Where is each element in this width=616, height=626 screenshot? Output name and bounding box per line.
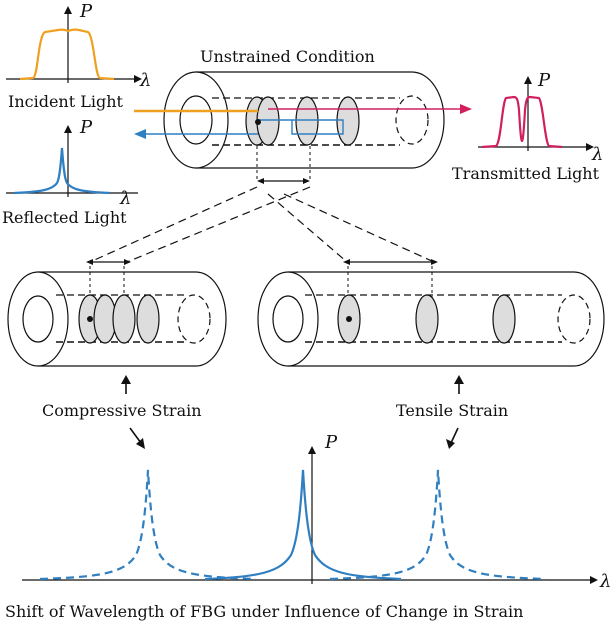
connector-line [283,193,435,263]
arrowhead [431,259,438,265]
transmitted-beam-arrowhead [460,104,472,114]
arrowhead [343,259,350,265]
unstrained-spectrum-curve [204,469,402,581]
arrowhead [454,375,464,384]
connector-line [89,186,258,263]
fiber-back-end [195,271,227,367]
fiber-core-opening [272,295,304,343]
arrowhead [446,439,455,449]
fiber-back-end [411,71,445,169]
transmitted-spectrum-curve [481,95,563,149]
core-center-dot [346,316,352,322]
incident-spectrum-curve [19,28,115,81]
grating-disc [492,294,516,344]
reflected-beam-arrowhead [134,129,146,139]
wavelength-shift-plot: P λ Shift of Wavelength of FBG under Inf… [5,432,611,621]
fiber-hidden-core [177,294,211,344]
stretched-fiber [257,259,605,367]
grating-disc [112,294,136,344]
unstrained-condition-title: Unstrained Condition [200,47,375,66]
arrowhead [136,438,145,449]
fiber-core-opening [22,295,54,343]
figure-caption: Shift of Wavelength of FBG under Influen… [5,602,523,621]
tensile-spectrum-curve [329,469,547,581]
arrowhead [257,178,264,184]
compressed-fiber [7,259,227,367]
arrowhead [124,259,131,265]
reflected-wavelength-label: λ [119,188,131,209]
arrowhead [524,76,532,84]
bragg-grating [245,96,360,146]
compressed-spectrum-curve [39,469,257,581]
main-wavelength-label: λ [599,571,611,592]
transmitted-light-label: Transmitted Light [452,164,600,183]
fiber-hidden-core [557,294,591,344]
incident-power-label: P [79,1,93,22]
arrowhead [64,6,72,14]
connector-line [126,186,311,263]
compressive-strain-label: Compressive Strain [42,401,202,420]
transmitted-light-plot: P λ Transmitted Light [452,70,603,183]
reflected-light-plot: P λ Reflected Light [2,117,138,227]
arrowhead [64,125,72,133]
transmitted-power-label: P [537,70,551,91]
grating-disc [295,96,319,146]
main-power-label: P [324,432,338,453]
grating-disc [336,96,360,146]
transmitted-wavelength-label: λ [591,144,603,165]
incident-wavelength-label: λ [139,70,151,91]
down-arrow [129,427,142,444]
grating-disc [136,294,160,344]
core-center-dot [87,316,93,322]
grating-disc [415,294,439,344]
arrowhead [586,143,594,151]
tensile-strain-label: Tensile Strain [396,401,508,420]
incident-light-label: Incident Light [8,92,124,111]
reflected-spectrum-curve [13,147,111,195]
unstrained-fiber: Unstrained Condition [134,47,472,184]
fiber-back-end [573,271,605,367]
reflection-path [258,119,344,135]
arrowhead [121,375,131,384]
arrowhead [308,446,316,454]
compressive-strain-annotation: Compressive Strain [42,375,202,449]
reflected-power-label: P [79,117,93,138]
arrowhead [86,259,93,265]
fiber-hidden-core [395,95,429,145]
core-center-dot [255,119,261,125]
arrowhead [303,178,310,184]
zoom-connectors [89,186,435,263]
tensile-strain-annotation: Tensile Strain [396,375,508,449]
arrowhead [134,75,142,83]
connector-line [267,193,348,263]
fiber-core-opening [179,95,213,145]
incident-light-plot: P λ Incident Light [6,1,151,111]
reflected-light-label: Reflected Light [2,208,127,227]
down-arrow [450,427,459,444]
arrowhead [590,576,598,584]
